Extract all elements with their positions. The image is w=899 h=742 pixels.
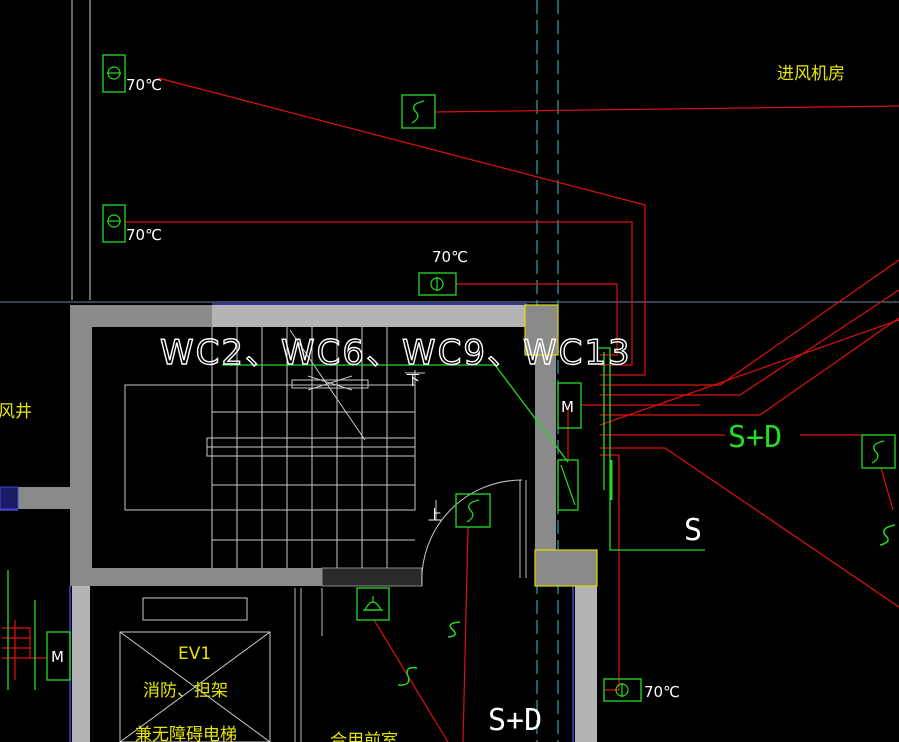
- elevator-id-label: EV1: [178, 644, 211, 664]
- fire-damper-1[interactable]: 70℃: [102, 54, 162, 94]
- columns: [524, 304, 598, 587]
- motor-symbol-1[interactable]: M: [557, 382, 582, 429]
- s-d-right-label: S+D: [728, 420, 782, 455]
- shaft-label: 风井: [0, 402, 32, 422]
- down-arrow-label: 下: [406, 373, 420, 389]
- motor-2-label: M: [51, 648, 64, 666]
- elevator-use-label-2: 兼无障碍电梯: [135, 725, 237, 742]
- up-arrow-label: 上: [428, 508, 442, 524]
- staircase: [124, 327, 523, 587]
- damper-rect-symbol[interactable]: [557, 459, 579, 511]
- fire-damper-3[interactable]: 70℃: [418, 248, 468, 296]
- s-mark-label: S: [684, 513, 702, 548]
- walls: [0, 303, 597, 742]
- fire-damper-2[interactable]: 70℃: [102, 204, 162, 244]
- wiring: [2, 77, 899, 742]
- elevator: [119, 597, 271, 742]
- intake-fan-room-label: 进风机房: [777, 64, 845, 84]
- conduits: [7, 347, 705, 690]
- motor-symbol-2[interactable]: M: [46, 631, 71, 681]
- smoke-exhaust-fan-symbol-top[interactable]: [401, 94, 436, 129]
- fire-damper-4[interactable]: 70℃: [603, 678, 680, 702]
- smoke-exhaust-fan-symbol-stair[interactable]: [455, 493, 491, 528]
- wire-s-marks: [397, 524, 896, 686]
- fire-damper-2-temp: 70℃: [126, 226, 162, 244]
- lobby-label: 合用前室: [330, 731, 398, 742]
- bell-icon[interactable]: [356, 587, 390, 621]
- motor-1-label: M: [561, 398, 574, 416]
- elevator-use-label-1: 消防、担架: [143, 681, 228, 701]
- s-d-bottom-label: S+D: [488, 703, 542, 738]
- fire-damper-4-temp: 70℃: [644, 683, 680, 701]
- smoke-exhaust-fan-symbol-right[interactable]: [861, 434, 896, 469]
- stair-name-label: WC2、WC6、WC9、WC13: [160, 333, 632, 373]
- fire-damper-3-temp: 70℃: [432, 248, 468, 266]
- fire-damper-1-temp: 70℃: [126, 76, 162, 94]
